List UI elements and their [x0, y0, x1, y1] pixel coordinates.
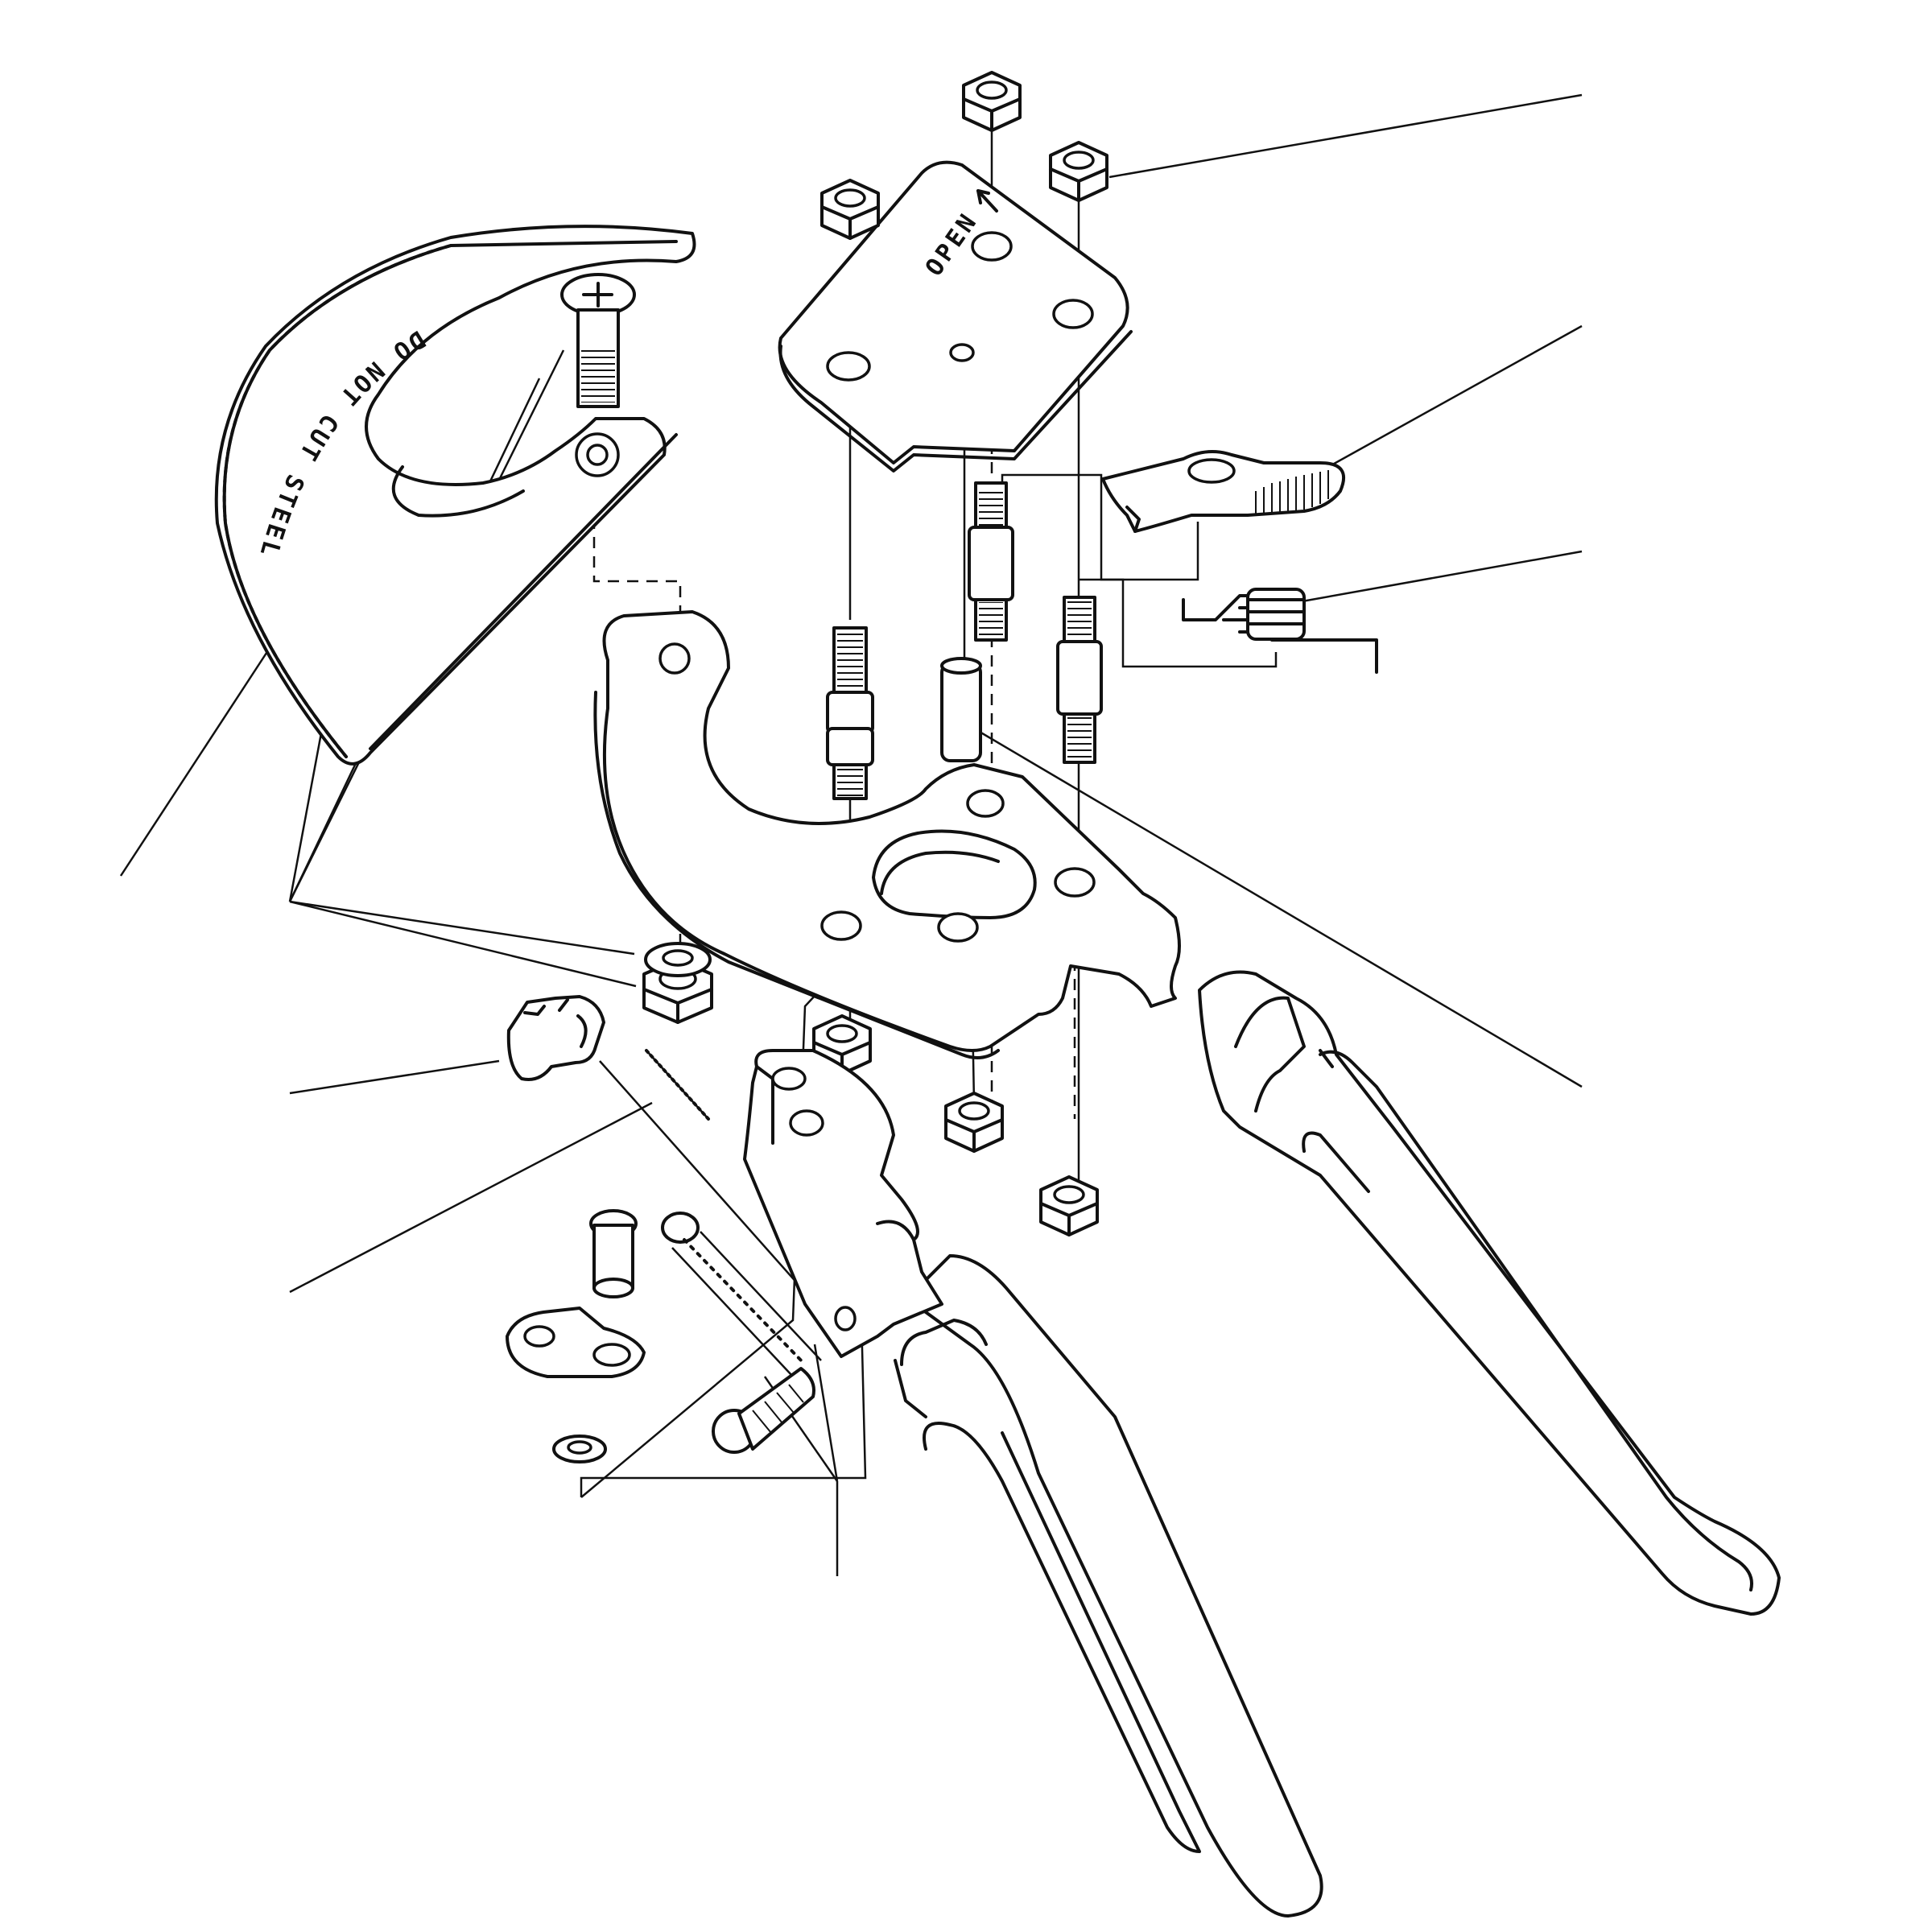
stud-center	[968, 481, 1014, 642]
small-pin	[589, 1209, 638, 1298]
small-washer	[552, 1435, 607, 1463]
large-compression-spring	[661, 1212, 822, 1377]
washer-pivot	[644, 942, 712, 977]
hex-nut-top-left	[820, 179, 880, 240]
small-compression-spring	[645, 1049, 710, 1121]
hex-nut-top-center	[962, 71, 1022, 132]
lower-handle	[884, 1254, 1323, 1918]
body-plate	[593, 610, 1181, 1059]
link-plate	[506, 1307, 646, 1378]
stud-right	[1056, 596, 1103, 764]
hex-nut-mid-right	[1039, 1175, 1099, 1236]
ratchet-pawl	[1101, 450, 1345, 533]
hex-nut-top-right	[1049, 141, 1108, 202]
pivot-screw	[560, 273, 636, 408]
upper-handle	[1198, 970, 1781, 1616]
lever-arm	[743, 1049, 943, 1358]
stud-left	[826, 626, 874, 800]
cover-plate: OPEN	[778, 160, 1133, 473]
splined-pin	[712, 1367, 815, 1454]
spacer-sleeve	[940, 657, 982, 762]
torsion-spring	[1182, 588, 1378, 674]
cam-lock	[506, 995, 605, 1081]
hex-nut-mid-center	[944, 1092, 1004, 1153]
